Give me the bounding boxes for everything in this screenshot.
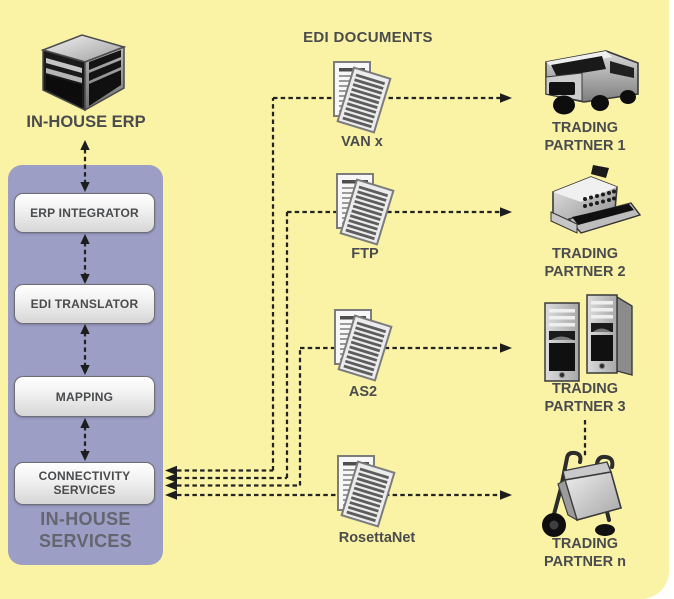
edi-documents-stack-icon — [336, 173, 395, 246]
in-house-services-label: IN-HOUSE SERVICES — [38, 509, 133, 551]
edi-translator-label: EDI TRANSLATOR — [30, 297, 139, 311]
trading-partner-3-label: TRADING PARTNER 3 — [544, 381, 626, 415]
connectivity-services-box: CONNECTIVITY SERVICES — [14, 462, 155, 505]
mapping-label: MAPPING — [55, 389, 114, 404]
connectivity-services-label: CONNECTIVITY SERVICES — [38, 469, 131, 497]
trading-partner-1-label: TRADING PARTNER 1 — [544, 120, 626, 154]
mapping-box: MAPPING — [14, 376, 155, 417]
as2-label: AS2 — [348, 384, 378, 400]
edi-documents-stack-icon — [334, 309, 393, 382]
hand-truck-icon — [542, 450, 622, 537]
edi-documents-title: EDI DOCUMENTS — [303, 29, 433, 46]
van-x-label: VAN x — [341, 134, 383, 150]
erp-integrator-label: ERP INTEGRATOR — [30, 206, 139, 220]
edi-documents-stack-icon — [337, 455, 396, 528]
ftp-label: FTP — [351, 246, 379, 262]
server-towers-icon — [544, 294, 633, 382]
trading-partner-n-label: TRADING PARTNER n — [544, 536, 626, 570]
office-building-icon — [40, 34, 127, 112]
in-house-erp-label: IN-HOUSE ERP — [26, 113, 146, 131]
edi-translator-box: EDI TRANSLATOR — [14, 284, 155, 324]
rosettanet-label: RosettaNet — [338, 530, 416, 546]
cash-register-icon — [550, 165, 641, 234]
trading-partner-2-label: TRADING PARTNER 2 — [544, 246, 626, 280]
edi-documents-stack-icon — [333, 61, 392, 134]
delivery-truck-icon — [545, 50, 639, 115]
erp-integrator-box: ERP INTEGRATOR — [14, 193, 155, 233]
